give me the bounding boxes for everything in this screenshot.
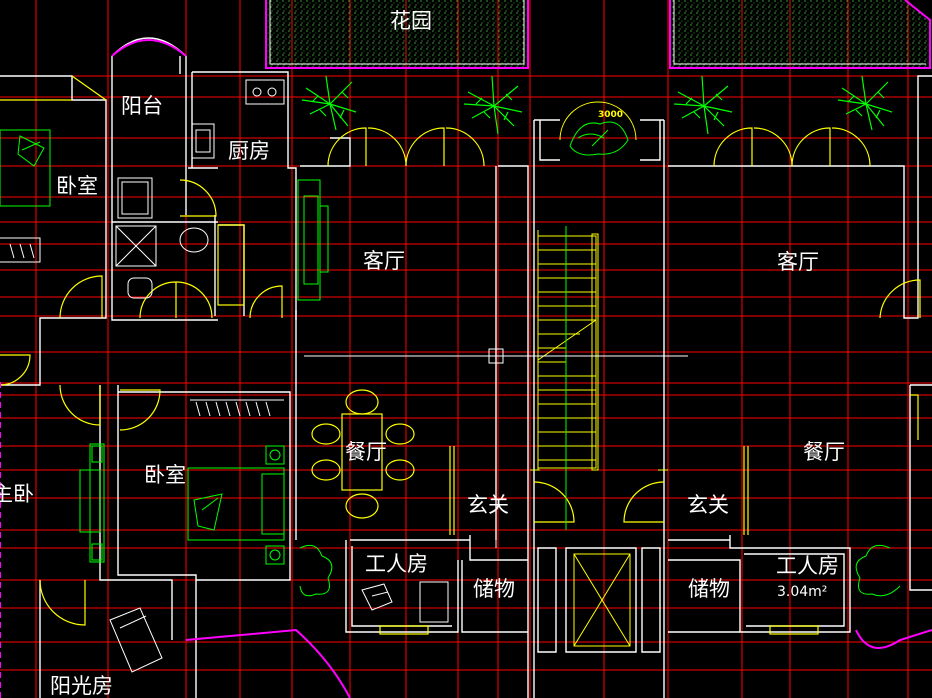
balcony-outline (0, 39, 932, 698)
room-label-kitchen: 厨房 (228, 139, 270, 163)
room-label-bedroom-left: 卧室 (56, 174, 98, 198)
area-annotation: 3.04m² (777, 584, 828, 600)
stove-icon (245, 79, 285, 105)
bed-icon (109, 581, 449, 673)
room-label-living-left: 客厅 (363, 249, 405, 273)
room-label-balcony: 阳台 (121, 94, 163, 118)
room-label-master-bedroom: 主卧 (0, 482, 34, 506)
room-label-foyer-right: 玄关 (687, 493, 729, 517)
fountain-icon (559, 101, 637, 156)
room-label-living-right: 客厅 (777, 250, 819, 274)
room-label-foyer-left: 玄关 (467, 493, 509, 517)
sink-icon (191, 123, 215, 159)
room-label-sunroom: 阳光房 (50, 674, 113, 698)
cad-crosshair (304, 166, 688, 548)
bed-icon (187, 445, 285, 565)
furniture (0, 79, 329, 565)
room-label-garden: 花园 (390, 9, 432, 33)
stair-icon (530, 226, 668, 530)
room-label-bedroom-mid: 卧室 (144, 463, 186, 487)
sofa-icon (79, 443, 105, 563)
bed-icon (0, 129, 51, 207)
planter-dimension: 3000 (598, 110, 624, 120)
palm-tree-icon (301, 75, 893, 135)
room-label-dining-right: 餐厅 (803, 440, 845, 464)
door-swings (0, 75, 921, 635)
sofa-icon (297, 179, 329, 301)
room-label-maid-left: 工人房 (365, 552, 428, 576)
dining-table-icon (311, 389, 415, 519)
elevator-icon (573, 553, 631, 647)
garden-planters (265, 0, 931, 69)
room-label-storage-right: 储物 (688, 577, 730, 601)
shrub-icon (299, 544, 901, 597)
room-label-maid-right: 工人房 (776, 554, 839, 578)
toilet-icon (127, 277, 153, 299)
room-label-dining-left: 餐厅 (345, 440, 387, 464)
room-label-storage-left: 储物 (473, 577, 515, 601)
